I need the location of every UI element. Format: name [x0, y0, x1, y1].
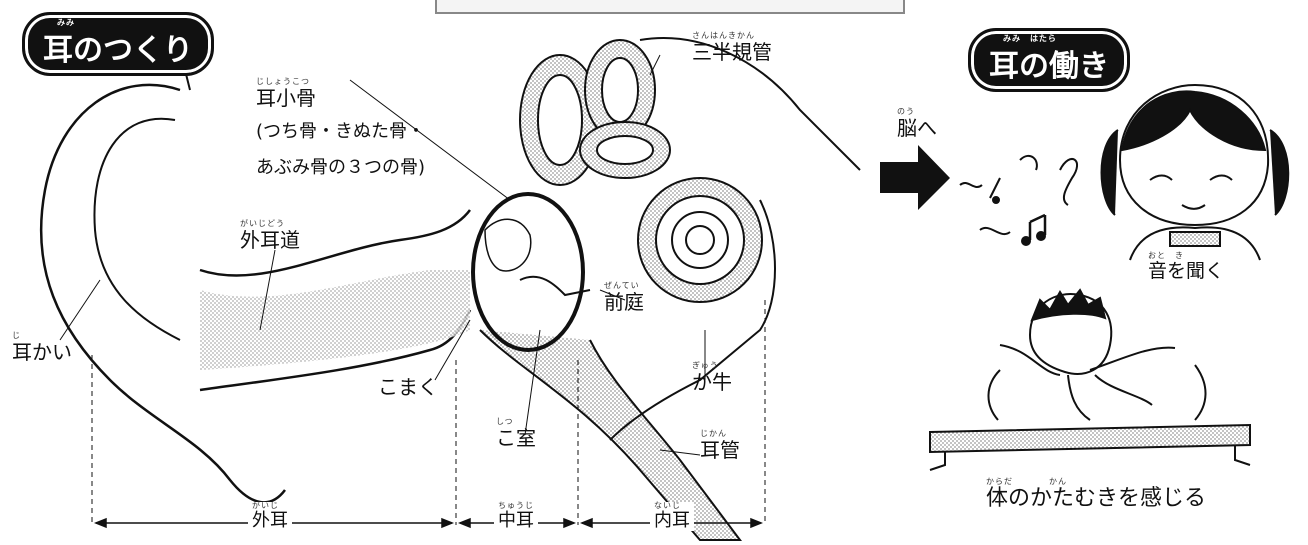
- section-inner-ear: ないじ 内耳: [650, 502, 694, 531]
- label-eardrum: こまく: [378, 376, 438, 398]
- label-vestibule: ぜんてい 前庭: [604, 282, 644, 313]
- girl-listening-illustration: [1102, 85, 1289, 260]
- label-to-brain: のう 脳へ: [897, 108, 937, 139]
- label-pinna: じ 耳かい: [12, 332, 72, 363]
- pinna-inner-fold: [94, 119, 180, 340]
- label-tympanic-cavity: しつ こ室: [496, 418, 536, 449]
- section-middle-ear: ちゅうじ 中耳: [494, 502, 538, 531]
- music-notes-icon: [960, 156, 1077, 245]
- ossicles-highlight-circle: [473, 194, 583, 350]
- label-ossicles: じしょうこつ 耳小骨: [256, 78, 316, 109]
- label-hear-sound: おと き 音を聞く: [1148, 252, 1224, 282]
- title-ear-structure: みみ 耳のつくり: [22, 12, 214, 76]
- title-ear-function: みみ はたら 耳の働き: [968, 28, 1130, 92]
- cochlea: [638, 178, 762, 302]
- label-ossicles-note-2: あぶみ骨の３つの骨): [256, 158, 425, 178]
- label-sense-tilt: からだ かん 体のかたむきを感じる: [986, 478, 1206, 511]
- label-eustachian-tube: じかん 耳管: [700, 430, 740, 461]
- label-semicircular-canals: さんはんきかん 三半規管: [692, 32, 772, 63]
- boy-balancing-illustration: [930, 290, 1250, 470]
- label-ossicles-note-1: (つち骨・きぬた骨・: [256, 122, 425, 142]
- label-cochlea: ぎゅう か牛: [692, 362, 732, 393]
- arrow-to-brain: [880, 145, 950, 210]
- label-ear-canal: がいじどう 外耳道: [240, 220, 300, 251]
- pinna-outline: [41, 85, 285, 502]
- semicircular-canals: [520, 40, 670, 185]
- section-outer-ear: がいじ 外耳: [248, 502, 292, 531]
